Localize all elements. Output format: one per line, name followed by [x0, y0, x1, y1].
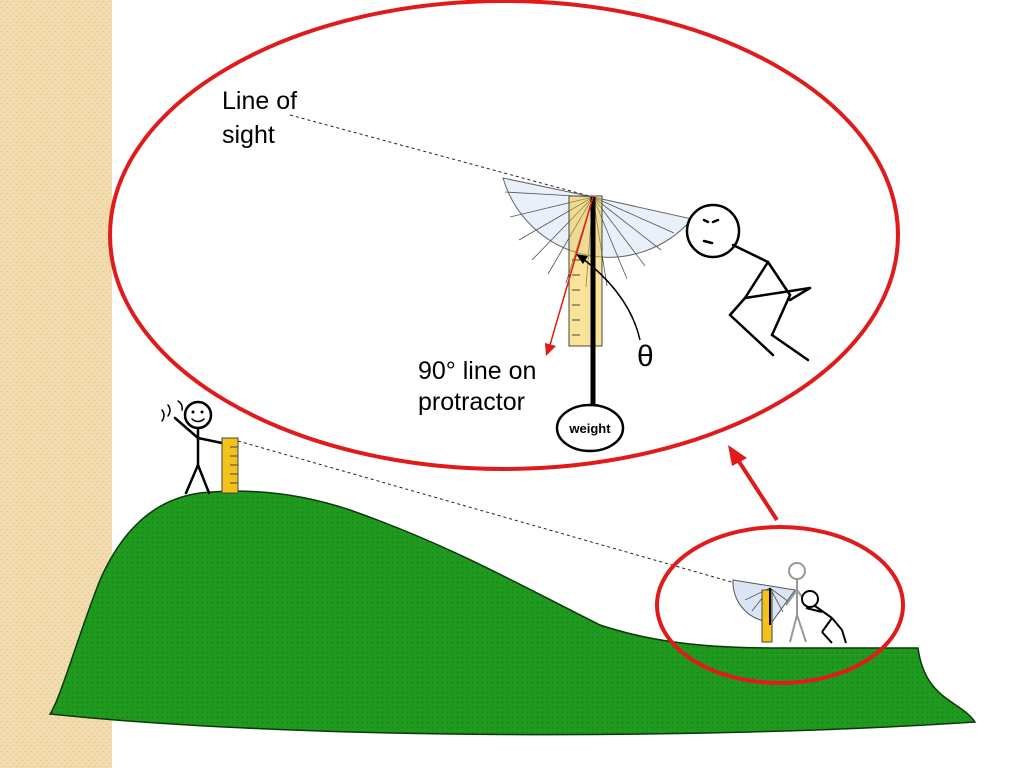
ninety-line-label-line1: 90° line on [418, 357, 536, 385]
crouching-person-head [685, 203, 741, 259]
weight-label: weight [568, 421, 611, 436]
waving-person [161, 400, 224, 495]
crouching-person-small [801, 590, 847, 644]
theta-pointer [576, 254, 641, 341]
theta-label: θ [637, 340, 654, 373]
ninety-degree-line [545, 196, 594, 356]
large-callout-ellipse [108, 0, 900, 471]
hill [48, 490, 977, 736]
waving-person-head [183, 400, 213, 430]
line-of-sight-upper [289, 114, 594, 198]
line-of-sight-label-line1: Line of [222, 87, 297, 115]
crouching-person-large [685, 203, 812, 362]
ruler-top [221, 437, 239, 494]
small-ruler [761, 589, 773, 643]
line-of-sight-label-line2: sight [222, 121, 275, 149]
ninety-line-label-line2: protractor [418, 388, 525, 416]
zoom-arrow [728, 445, 779, 522]
weight: weight [555, 403, 625, 453]
standing-person-grey [785, 562, 809, 643]
small-callout-ellipse [655, 525, 905, 685]
